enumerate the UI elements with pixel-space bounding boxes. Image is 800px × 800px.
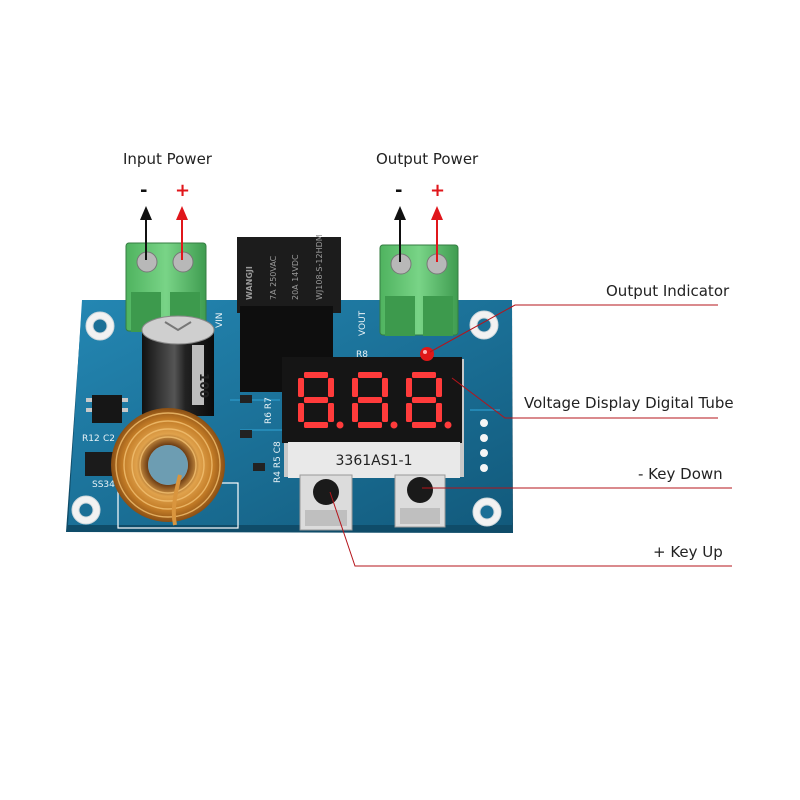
callout-lines [329, 304, 732, 567]
output-indicator-label: Output Indicator [606, 282, 730, 300]
output-plus-sign: + [430, 180, 446, 201]
key-up-button [299, 474, 353, 531]
polarity-arrows [140, 206, 443, 262]
digit-1-segment-e [298, 403, 304, 422]
smd-components [85, 360, 364, 476]
silk-vout: VOUT [358, 310, 368, 336]
relay-text-1: 7A 250VAC [269, 255, 278, 300]
silk-r12: R12 [82, 434, 100, 444]
voltage-display-tube: 3361AS1-1 [282, 357, 464, 478]
silk-r4: R4 R5 C8 [273, 441, 283, 483]
voltage-display-label: Voltage Display Digital Tube [524, 394, 734, 412]
output-minus-sign: - [395, 180, 403, 201]
digit-3-segment-f [406, 378, 412, 397]
capacitor-value: 100 [197, 373, 211, 398]
digit-2-segment-c [382, 403, 388, 422]
digit-3-decimal-point [444, 421, 452, 429]
digit-2-segment-g [358, 397, 382, 403]
output-indicator-led [420, 347, 434, 361]
digit-3-segment-e [406, 403, 412, 422]
digit-2-segment-d [358, 422, 382, 428]
relay-model: WJ108-S-12HDM [315, 234, 324, 300]
digit-1-segment-c [328, 403, 334, 422]
header-pins [480, 419, 488, 472]
key-up-label: + Key Up [653, 543, 723, 561]
input-plus-sign: + [175, 180, 191, 201]
digit-1-decimal-point [336, 421, 344, 429]
digit-1-segment-a [304, 372, 328, 378]
electrolytic-capacitor: 100 [141, 315, 215, 416]
display-digits [298, 372, 452, 429]
digit-1-segment-d [304, 422, 328, 428]
digit-3-segment-g [412, 397, 436, 403]
digit-3-segment-a [412, 372, 436, 378]
silk-c2: C2 [103, 434, 115, 444]
digit-1-segment-f [298, 378, 304, 397]
output-terminal-block [379, 244, 459, 336]
display-model: 3361AS1-1 [336, 453, 413, 469]
silk-r6: R6 R7 [264, 397, 274, 424]
digit-3-segment-b [436, 378, 442, 397]
input-power-label: Input Power [123, 150, 212, 168]
digit-1-segment-b [328, 378, 334, 397]
digit-2-segment-a [358, 372, 382, 378]
digit-2-segment-f [352, 378, 358, 397]
digit-2-segment-e [352, 403, 358, 422]
relay-brand: WANGJI [245, 266, 254, 300]
input-minus-sign: - [140, 180, 148, 201]
digit-2-decimal-point [390, 421, 398, 429]
digit-3-segment-d [412, 422, 436, 428]
silk-r8: R8 [356, 350, 368, 360]
digit-1-segment-g [304, 397, 328, 403]
silk-ss34: SS34 [92, 480, 115, 490]
key-down-label: - Key Down [638, 465, 723, 483]
digit-3-segment-c [436, 403, 442, 422]
silk-vin: VIN [215, 312, 225, 328]
relay: WANGJI 7A 250VAC 20A 14VDC WJ108-S-12HDM [237, 234, 341, 392]
relay-text-2: 20A 14VDC [291, 254, 300, 300]
digit-2-segment-b [382, 378, 388, 397]
key-down-button [394, 474, 446, 528]
output-power-label: Output Power [376, 150, 479, 168]
toroid-inductor [111, 408, 225, 526]
